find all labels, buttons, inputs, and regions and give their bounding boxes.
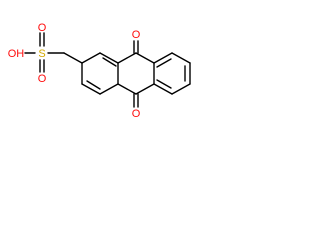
bond [153,52,173,64]
atom-label-o1: O [38,22,47,34]
carbonyl-top [133,40,139,54]
structure-canvas: S O O OH O O [0,0,214,169]
molecule-diagram: S O O OH O O [8,22,191,120]
atom-label-o2: O [38,73,47,85]
bond [135,52,155,64]
bond [135,83,155,95]
middle-ring [117,52,155,95]
bond [117,52,137,64]
atom-label-o-bottom: O [132,108,141,120]
bond [86,80,101,90]
carbonyl-bottom [133,93,139,108]
atom-label-s: S [38,48,45,60]
bond [156,58,172,68]
bond [156,79,172,89]
left-ring [81,52,119,95]
bond [117,83,137,95]
bond [63,52,83,64]
bond [81,52,101,64]
atom-label-oh: OH [8,48,25,60]
bond [81,83,101,95]
bond [99,83,119,95]
bond [102,57,117,67]
bond [171,83,191,95]
bond [99,52,119,64]
right-ring [153,52,191,95]
bond [153,83,173,95]
bond [171,52,191,64]
sulfonic-acid-group [24,32,83,73]
atom-label-o-top: O [132,29,141,41]
